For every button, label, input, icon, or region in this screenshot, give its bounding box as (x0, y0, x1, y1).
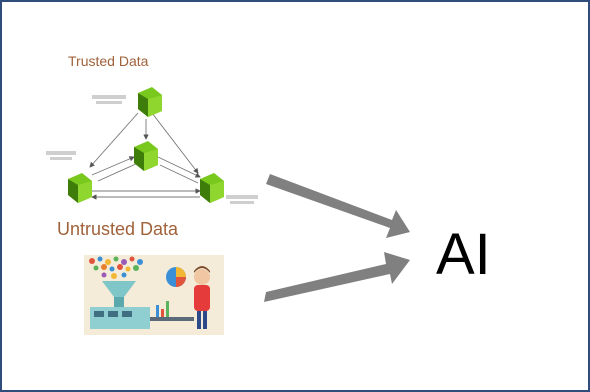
ledger-thumb (230, 201, 254, 204)
trusted-data-network (46, 87, 258, 204)
ledger-thumb (226, 195, 258, 199)
ledger-thumb (92, 95, 126, 99)
ai-label: AI (436, 222, 491, 287)
ledger-thumb (50, 157, 72, 160)
ledger-thumb (46, 151, 76, 155)
blockchain-cube-icon (134, 141, 158, 171)
arrow-right-icon (264, 252, 410, 302)
ledger-thumb (96, 101, 122, 104)
blockchain-cube-icon (138, 87, 162, 117)
arrows-to-ai (264, 174, 410, 302)
blockchain-cube-icon (200, 173, 224, 203)
untrusted-data-label: Untrusted Data (57, 219, 179, 239)
data-factory-illustration (84, 255, 224, 335)
blockchain-cube-icon (68, 173, 92, 203)
arrow-right-icon (266, 174, 410, 238)
trusted-data-label: Trusted Data (68, 53, 149, 69)
